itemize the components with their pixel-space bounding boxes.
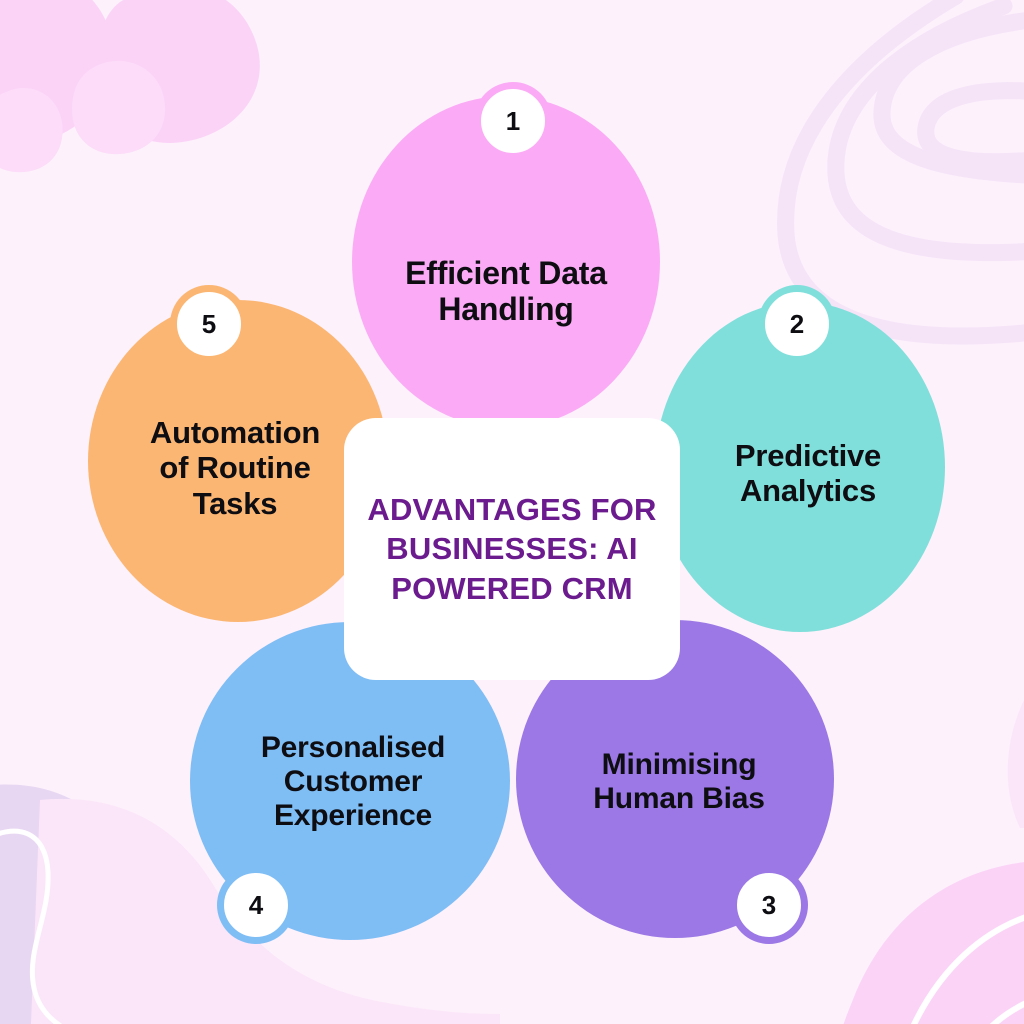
petal-4-label: Personalised Customer Experience	[260, 730, 446, 833]
blob-right-edge-faint	[1007, 700, 1024, 828]
blob-top-left-large	[0, 0, 113, 147]
blob-top-left-upper	[97, 0, 260, 143]
swirl-lines-top-right	[777, 0, 1024, 345]
number-badge-3[interactable]: 3	[730, 866, 808, 944]
number-badge-2[interactable]: 2	[758, 285, 836, 363]
petal-5-label: Automation of Routine Tasks	[149, 415, 321, 521]
center-title-card: ADVANTAGES FOR BUSINESSES: AI POWERED CR…	[344, 418, 680, 680]
number-badge-4[interactable]: 4	[217, 866, 295, 944]
number-badge-5[interactable]: 5	[170, 285, 248, 363]
blob-top-left-small	[72, 60, 166, 155]
petal-1-label: Efficient Data Handling	[405, 254, 607, 327]
blob-bottom-right-pink-large	[843, 862, 1024, 1024]
blob-top-left-lower	[0, 88, 63, 173]
petal-predictive-analytics[interactable]: Predictive Analytics	[655, 302, 945, 632]
center-title-text: ADVANTAGES FOR BUSINESSES: AI POWERED CR…	[367, 492, 657, 606]
number-badge-1[interactable]: 1	[474, 82, 552, 160]
lines-bottom-right-white	[911, 914, 1024, 1024]
blob-bottom-right-pink	[875, 923, 1024, 1024]
petal-3-label: Minimising Human Bias	[593, 747, 765, 815]
line-bottom-left-white	[0, 828, 63, 1024]
petal-automation-of-routine-tasks[interactable]: Automation of Routine Tasks	[88, 300, 388, 622]
petal-2-label: Predictive Analytics	[734, 437, 882, 508]
